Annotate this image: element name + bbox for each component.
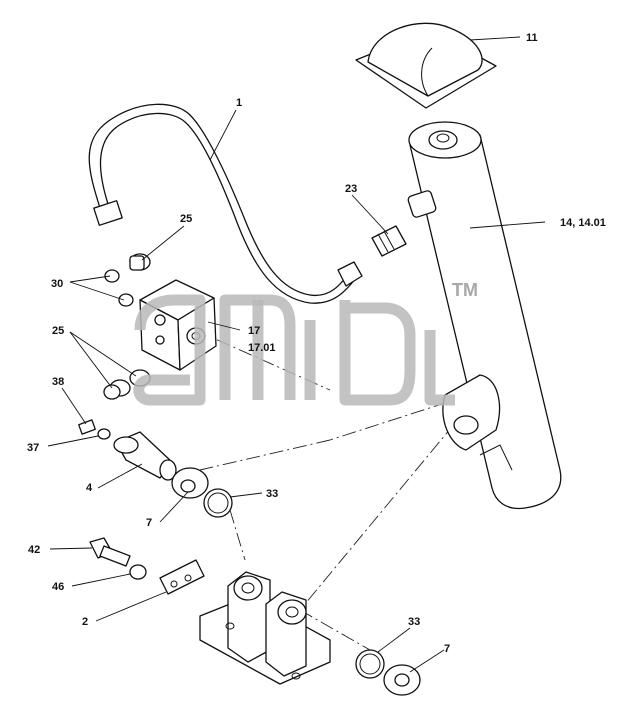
- callout-33-lower: 33: [408, 616, 420, 628]
- callout-4: 4: [86, 482, 93, 494]
- washers: [171, 467, 421, 696]
- callout-38: 38: [52, 376, 64, 388]
- plugs: [103, 253, 151, 400]
- grease-nipple: [78, 419, 111, 440]
- hydraulic-cylinder: [407, 121, 562, 510]
- callout-7-upper: 7: [146, 517, 152, 529]
- leader-lines: [47, 36, 546, 673]
- callout-25-top: 25: [180, 213, 192, 225]
- callout-25-bottom: 25: [52, 325, 64, 337]
- callout-14-14-01: 14, 14.01: [560, 217, 606, 229]
- callout-23: 23: [345, 183, 357, 195]
- rubber-cap: [355, 22, 497, 109]
- callout-17: 17: [248, 325, 260, 337]
- valve-block: [139, 279, 217, 371]
- callout-46: 46: [52, 581, 64, 593]
- callout-33-upper: 33: [266, 488, 278, 500]
- trademark-mark: TM: [452, 280, 478, 300]
- fitting-23: [371, 225, 407, 257]
- callout-17-01: 17.01: [248, 342, 276, 354]
- callout-2: 2: [82, 616, 88, 628]
- callout-7-lower: 7: [444, 643, 450, 655]
- pivot-pin: [113, 431, 177, 481]
- hydraulic-pipe: [88, 103, 363, 304]
- callout-1: 1: [236, 97, 242, 109]
- callout-11: 11: [526, 32, 538, 44]
- callout-30: 30: [51, 278, 63, 290]
- callout-42: 42: [28, 544, 40, 556]
- callout-37: 37: [27, 442, 39, 454]
- bolt-assembly: [89, 537, 205, 595]
- mounting-bracket: [199, 571, 331, 685]
- callout-labels: 1 11 23 14, 14.01 25 30 17 17.01 25 38 3…: [27, 32, 606, 655]
- watermark-logo: TM: [133, 280, 478, 406]
